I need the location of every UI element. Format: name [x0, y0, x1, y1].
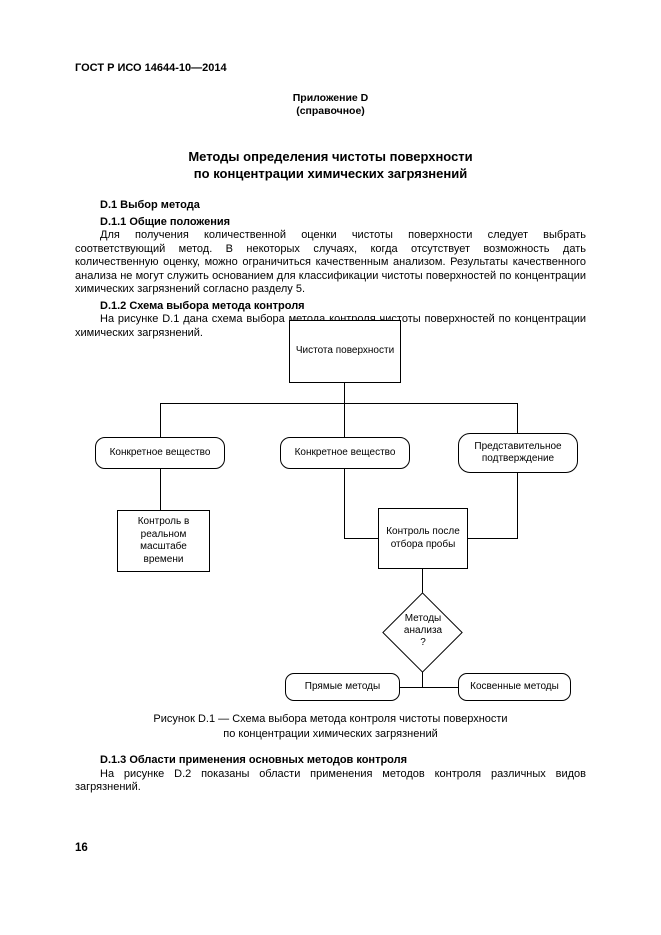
connector-middle-down: [344, 469, 345, 538]
paragraph-d11: Для получения количественной оценки чист…: [75, 229, 586, 295]
flow-node-indirect-methods: Косвенные методы: [458, 673, 571, 701]
connector-top-down: [344, 383, 345, 403]
connector-right-down: [517, 473, 518, 538]
annex-block: Приложение D (справочное): [0, 92, 661, 118]
figure-caption-line1: Рисунок D.1 — Схема выбора метода контро…: [153, 713, 508, 725]
heading-d13: D.1.3 Области применения основных методо…: [100, 754, 408, 766]
heading-d12: D.1.2 Схема выбора метода контроля: [100, 299, 305, 312]
flow-decision-analysis-methods: Методы анализа ?: [388, 613, 458, 649]
flow-node-representative-confirmation: Представительное подтверждение: [458, 433, 578, 473]
connector-right-into-sampling: [468, 538, 518, 539]
page-title: Методы определения чистоты поверхности п…: [0, 148, 661, 182]
page-number: 16: [75, 842, 88, 854]
connector-decision-down: [422, 672, 423, 687]
annex-type: (справочное): [296, 105, 365, 117]
figure-caption-line2: по концентрации химических загрязнений: [223, 728, 438, 740]
flow-node-after-sampling-control: Контроль после отбора пробы: [378, 508, 468, 569]
flow-node-surface-cleanliness: Чистота поверхности: [289, 320, 401, 383]
heading-d11: D.1.1 Общие положения: [100, 215, 231, 228]
connector-branch-horizontal: [160, 403, 518, 404]
connector-branch-right: [517, 403, 518, 433]
flow-node-direct-methods: Прямые методы: [285, 673, 400, 701]
annex-label: Приложение D: [292, 92, 369, 104]
decision-label-line2: анализа: [403, 625, 443, 636]
connector-sampling-to-decision: [422, 569, 423, 593]
page-title-line2: по концентрации химических загрязнений: [193, 166, 468, 181]
decision-label-line1: Методы: [404, 613, 442, 624]
document-header: ГОСТ Р ИСО 14644-10—2014: [75, 62, 227, 74]
paragraph-d12: На рисунке D.1 дана схема выбора метода …: [75, 313, 586, 339]
connector-branch-middle: [344, 403, 345, 437]
flow-node-specific-substance-left: Конкретное вещество: [95, 437, 225, 469]
flow-node-realtime-control: Контроль в реальном масштабе времени: [117, 510, 210, 572]
section-d13: D.1.3 Области применения основных методо…: [75, 754, 586, 795]
section-content: D.1 Выбор метода D.1.1 Общие положения Д…: [75, 196, 586, 340]
connector-branch-left: [160, 403, 161, 437]
connector-left-down: [160, 469, 161, 510]
flow-node-specific-substance-middle: Конкретное вещество: [280, 437, 410, 469]
figure-caption: Рисунок D.1 — Схема выбора метода контро…: [0, 712, 661, 742]
connector-middle-into-sampling: [344, 538, 378, 539]
heading-d1: D.1 Выбор метода: [100, 199, 200, 211]
page-title-line1: Методы определения чистоты поверхности: [188, 149, 473, 164]
connector-results-horizontal: [400, 687, 458, 688]
paragraph-d13: На рисунке D.2 показаны области применен…: [75, 767, 586, 794]
decision-label-line3: ?: [420, 637, 426, 648]
